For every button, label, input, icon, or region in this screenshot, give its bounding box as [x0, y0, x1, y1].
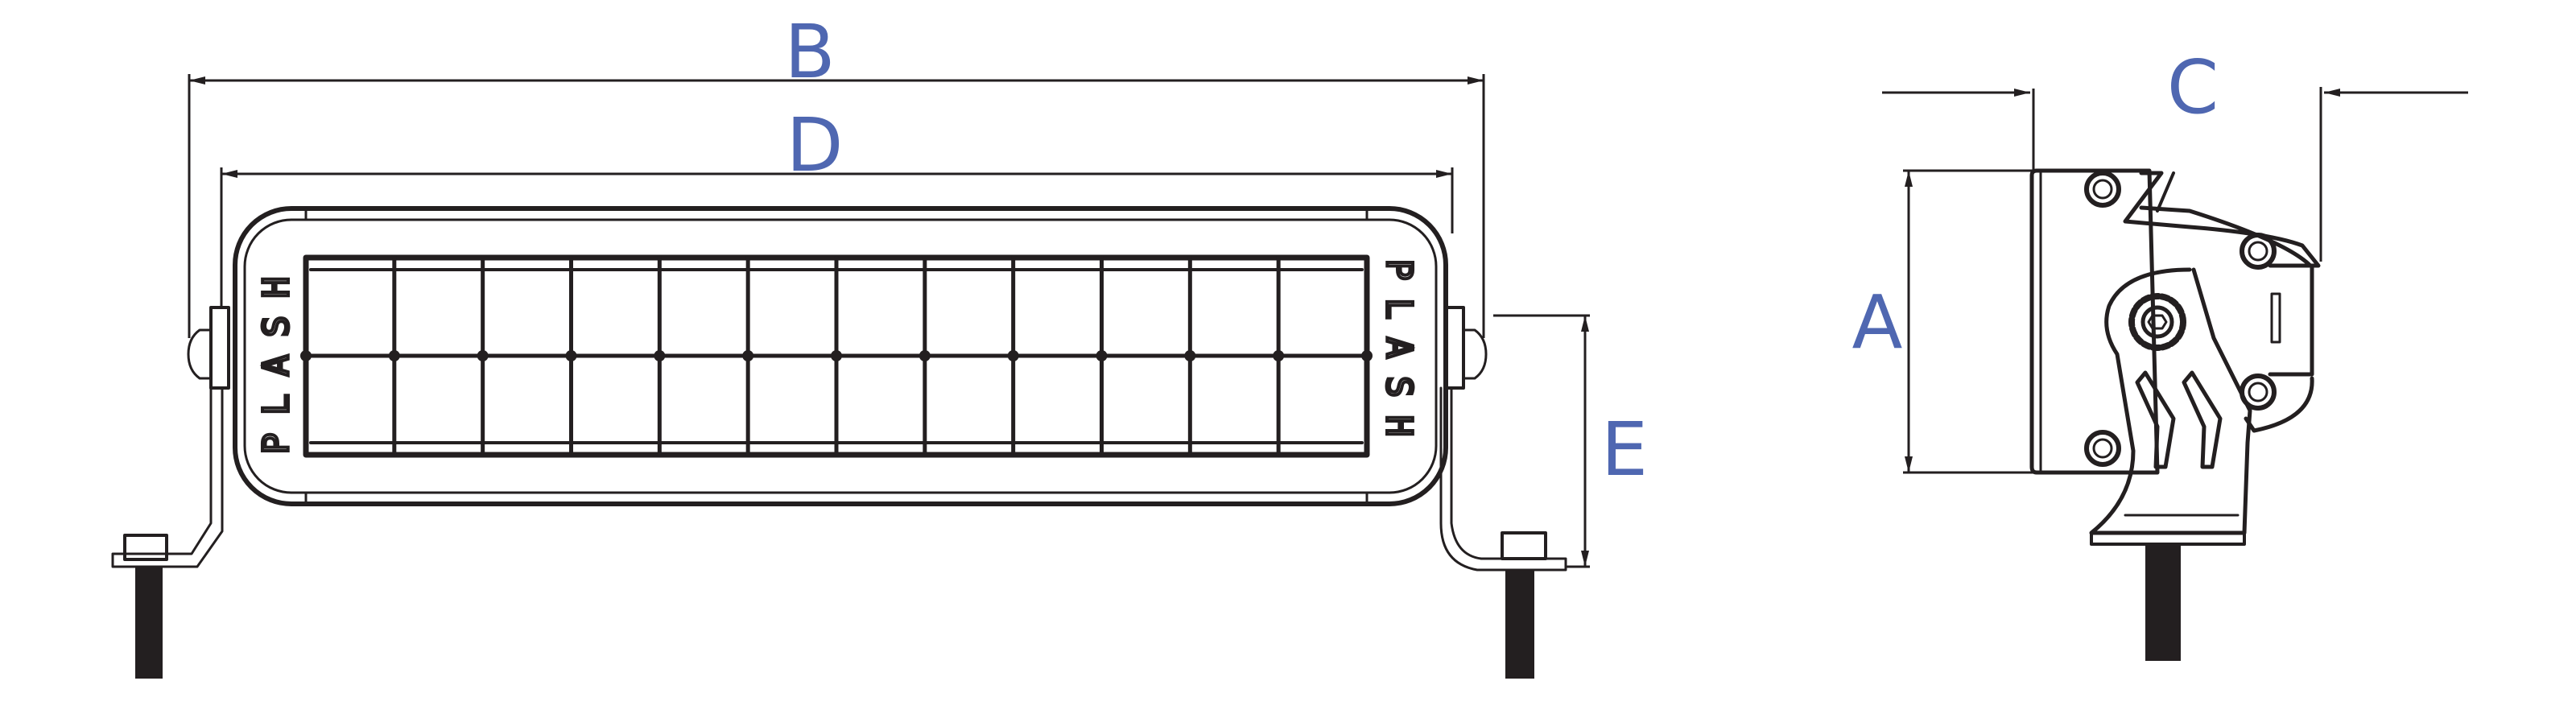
grid-node: [300, 350, 312, 361]
grid-node: [1096, 350, 1108, 361]
screw: [2084, 430, 2121, 467]
dimension-c: C: [1882, 44, 2468, 262]
dimension-label-d: D: [786, 102, 844, 188]
grid-node: [1184, 350, 1196, 361]
grid-node: [477, 350, 489, 361]
led-grid: [300, 254, 1373, 458]
grid-node: [565, 350, 577, 361]
dimension-label-c: C: [2167, 44, 2219, 130]
side-mount-plate: [2089, 267, 2252, 546]
grid-node: [654, 350, 666, 361]
dimension-label-e: E: [1601, 407, 1648, 493]
screw: [2240, 233, 2277, 270]
grid-node: [1007, 350, 1019, 361]
screw: [2248, 382, 2268, 402]
right-mounting-bracket: [1439, 306, 1567, 679]
dimension-d: D: [220, 102, 1454, 306]
dimension-label-a: A: [1852, 279, 1903, 365]
grid-node: [742, 350, 754, 361]
side-bracket-arm: [2123, 171, 2321, 433]
screw: [2092, 179, 2113, 200]
plash-logo-left: PLASH: [256, 259, 297, 454]
dimension-label-b: B: [784, 9, 835, 95]
left-bolt: [135, 567, 163, 679]
side-screws: [2084, 171, 2277, 467]
grid-node: [388, 350, 400, 361]
side-view: C A: [1852, 44, 2468, 661]
side-bolt: [2145, 544, 2181, 661]
grid-node: [1273, 350, 1285, 361]
grid-node: [831, 350, 842, 361]
left-mounting-bracket: [111, 306, 230, 679]
side-housing: [2029, 168, 2160, 475]
dimension-a: A: [1852, 169, 2033, 474]
plash-logo-right: PLASH: [1378, 259, 1419, 454]
dimension-e: E: [1493, 314, 1648, 568]
dimension-b: B: [188, 9, 1485, 338]
grid-node: [919, 350, 931, 361]
adjustment-gear: [2128, 293, 2186, 351]
screw: [2084, 171, 2121, 208]
grid-node: [1361, 350, 1373, 361]
front-view: B D PLASH PLASH: [111, 9, 1648, 679]
screw: [2240, 374, 2277, 411]
screw: [2092, 438, 2113, 459]
right-bolt: [1505, 570, 1534, 679]
screw: [2248, 241, 2268, 262]
adjustment-slots: [2135, 370, 2223, 469]
